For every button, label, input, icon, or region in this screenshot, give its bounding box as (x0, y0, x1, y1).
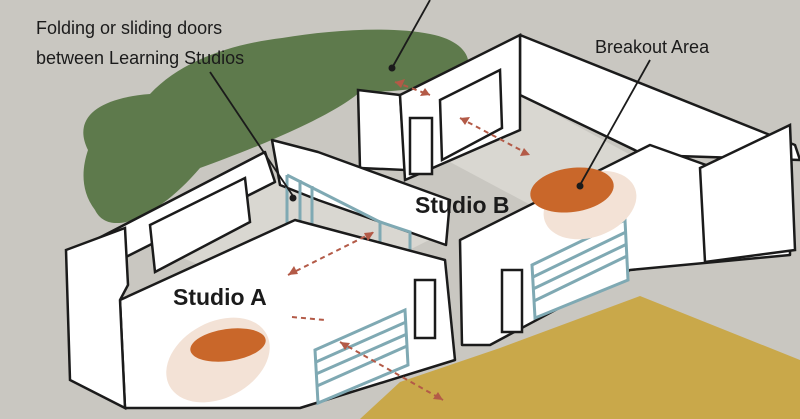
arrow-studio-b-diagonal (459, 117, 531, 156)
callout-breakout-area: Breakout Area (595, 37, 710, 57)
wall-studio-a-left (64, 226, 130, 411)
label-studio-b: Studio B (415, 192, 510, 218)
arrow-between-studios (287, 231, 375, 276)
arrowheads (288, 79, 530, 400)
leader-breakout (579, 59, 651, 186)
leader-doors-dot (289, 194, 297, 202)
divider-wall (270, 138, 452, 247)
garage-door-studio-a (313, 307, 410, 406)
arrow-studio-a-diagonal (291, 316, 326, 321)
leader-doors (209, 71, 294, 197)
door-studio-b-back (408, 116, 434, 176)
window-studio-a (0, 0, 1, 1)
label-studio-a: Studio A (173, 284, 267, 310)
breakout-spot-a (190, 328, 266, 362)
leader-top (391, 0, 431, 69)
arrow-studio-a-outdoor (339, 341, 444, 401)
door-studio-a-front (413, 278, 437, 340)
callout-doors-line2: between Learning Studios (36, 48, 244, 68)
breakout-spot-b (530, 167, 614, 213)
door-studio-b-front (500, 268, 524, 334)
callout-doors-line1: Folding or sliding doors (36, 18, 222, 38)
wall-studio-b-endcap (698, 123, 797, 264)
window-studio-a-frame (148, 176, 252, 274)
leader-top-dot (388, 64, 396, 72)
wall-studio-b-side (356, 88, 407, 172)
lawn-area (360, 296, 800, 419)
leader-breakout-dot (576, 182, 584, 190)
tree-canopy (83, 29, 469, 224)
window-studio-b (438, 68, 504, 163)
